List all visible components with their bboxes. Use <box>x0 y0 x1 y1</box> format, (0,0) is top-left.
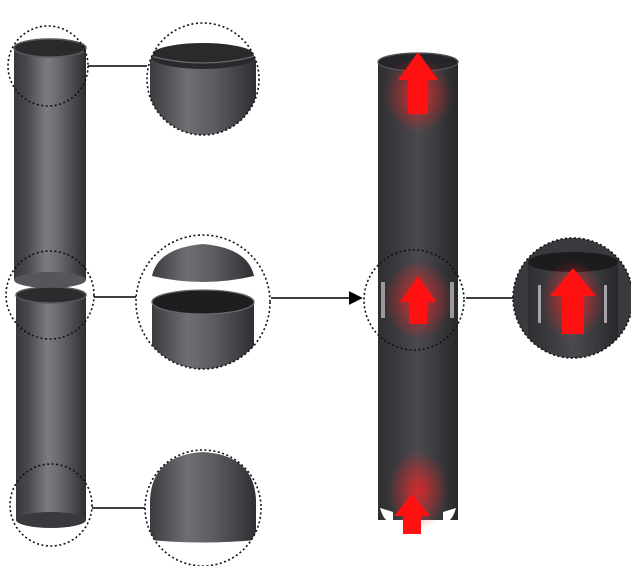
tube-left-lower <box>15 286 87 528</box>
detail-marker-assembled <box>363 249 465 351</box>
detail-marker-bottom <box>9 463 93 547</box>
zoom-bottom-cap <box>144 449 262 566</box>
zoom-top-cap <box>146 22 260 136</box>
flow-arrows <box>394 52 438 534</box>
zoom-split-cap <box>135 234 271 370</box>
flow-arrow-zoom <box>550 268 596 334</box>
zoom-assembled-joint <box>512 237 631 359</box>
flow-arrow-top <box>398 52 438 114</box>
detail-marker-middle <box>5 250 95 340</box>
flow-arrow-middle <box>400 276 436 324</box>
flow-arrow-bottom <box>394 494 430 534</box>
tube-left-upper <box>13 38 87 288</box>
